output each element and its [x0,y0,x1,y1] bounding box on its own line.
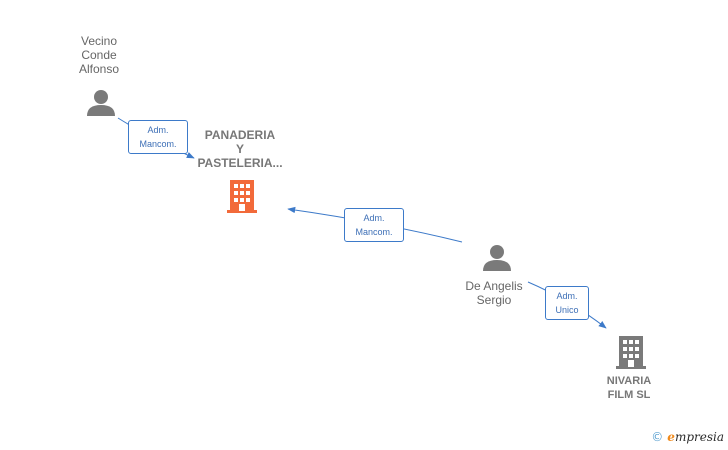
brand-name: mpresia [674,430,724,444]
edge-label-adm-mancom[interactable]: Adm. Mancom. [128,120,188,154]
empresia-brand: ©empresia [651,430,724,444]
brand-e: e [667,430,675,444]
copyright-icon: © [651,430,664,444]
node-label-panaderia[interactable]: PANADERIA Y PASTELERIA... [197,128,283,170]
node-label-deangelis[interactable]: De Angelis Sergio [465,279,523,307]
edge-label-adm-unico[interactable]: Adm. Unico [545,286,589,320]
person-icon[interactable] [483,245,511,271]
edge-label-adm-mancom[interactable]: Adm. Mancom. [344,208,404,242]
building-icon[interactable] [227,180,257,213]
building-icon[interactable] [616,336,646,369]
node-label-nivaria[interactable]: NIVARIA FILM SL [606,375,652,401]
person-icon[interactable] [87,90,115,116]
node-label-vecino[interactable]: Vecino Conde Alfonso [78,34,120,76]
